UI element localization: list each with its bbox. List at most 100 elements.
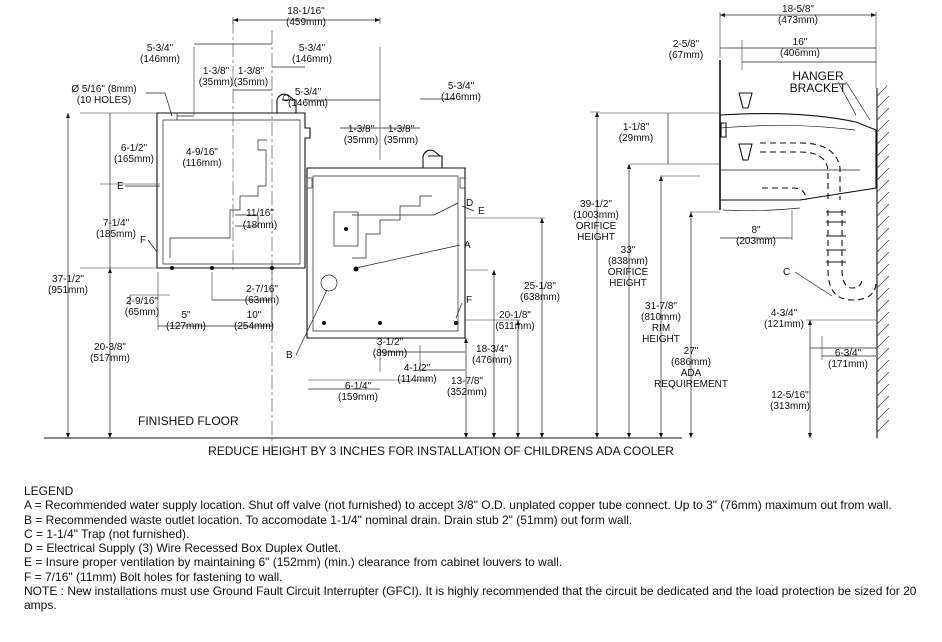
- dim-upper-width: 4-9/16": [186, 147, 218, 158]
- dim-wall-4-mm: (121mm): [764, 319, 804, 330]
- dim-supply-offset: 3-1/2": [377, 337, 404, 348]
- dim-lower-offset-far: 5-3/4": [448, 81, 475, 92]
- dim-holes: Ø 5/16" (8mm): [71, 84, 136, 95]
- dim-lower-orifice-left: 1-3/8": [348, 124, 375, 135]
- dim-rim-drop: 1-1/8": [623, 122, 650, 133]
- dim-side-8-mm: (203mm): [736, 236, 776, 247]
- dim-hole-span: 2-7/16": [246, 284, 278, 295]
- legend-item-e: E = Insure proper ventilation by maintai…: [24, 555, 563, 570]
- dim-span-10: 10": [247, 310, 262, 321]
- dim-lower-orifice-left-mm: (35mm): [344, 135, 378, 146]
- dim-supply-offset-b-mm: (114mm): [397, 374, 436, 385]
- legend-item-f: F = 7/16" (11mm) Bolt holes for fastenin…: [24, 569, 283, 584]
- dim-side-depth-mm: (473mm): [778, 15, 818, 26]
- dim-side-8: 8": [751, 225, 761, 236]
- dim-holes-count: (10 HOLES): [77, 95, 131, 106]
- dim-width-overall-mm: (459mm): [286, 17, 326, 28]
- dim-waste-offset: 6-1/4": [345, 381, 372, 392]
- dim-side-16-mm: (406mm): [780, 48, 820, 59]
- dim-floor-12-mm: (313mm): [770, 401, 810, 412]
- dim-base-height-mm: (517mm): [90, 353, 130, 364]
- dim-rim-drop-mm: (29mm): [619, 133, 653, 144]
- dim-lower-offset-far-mm: (146mm): [441, 92, 481, 103]
- dim-rim-height: 31-7/8": [645, 301, 677, 312]
- callout-c: C: [783, 267, 790, 278]
- dim-supply-height: 25-1/8": [524, 281, 556, 292]
- dim-orifice-gap-left-mm: (35mm): [199, 77, 233, 88]
- dim-side-depth: 18-5/8": [782, 4, 814, 15]
- legend-item-d: D = Electrical Supply (3) Wire Recessed …: [24, 541, 342, 556]
- dim-right-offset-top-mm: (146mm): [292, 54, 332, 65]
- dim-top-drop-mm: (165mm): [114, 154, 154, 165]
- legend-title: LEGEND: [24, 484, 74, 498]
- dim-right-offset-mid: 5-3/4": [295, 87, 322, 98]
- dim-overall-height-mm: (951mm): [48, 285, 88, 296]
- legend-item-b: B = Recommended waste outlet location. T…: [24, 512, 633, 527]
- dim-bolt-height: 20-1/8": [499, 310, 531, 321]
- bracket-label: BRACKET: [790, 81, 847, 95]
- dim-side-16: 16": [793, 37, 808, 48]
- dim-lower-height: 13-7/8": [451, 376, 483, 387]
- callout-a: A: [464, 240, 471, 251]
- dim-supply-offset-b: 4-1/2": [404, 363, 431, 374]
- dim-lower-orifice-right: 1-3/8": [388, 124, 415, 135]
- dim-orifice-33-label: ORIFICE: [608, 267, 649, 278]
- dim-top-drop: 6-1/2": [121, 143, 148, 154]
- legend-item-a: A = Recommended water supply location. S…: [24, 498, 892, 513]
- dim-left-offset: 5-3/4": [147, 43, 174, 54]
- dim-wall-6-mm: (171mm): [828, 359, 868, 370]
- dim-right-offset-top: 5-3/4": [299, 43, 326, 54]
- dim-upper-width-mm: (116mm): [182, 158, 221, 169]
- dim-ada-label: ADA: [681, 368, 702, 379]
- dim-width-overall: 18-1/16": [287, 6, 325, 17]
- dim-waste-height: 18-3/4": [476, 344, 508, 355]
- dim-lower-height-mm: (352mm): [447, 387, 487, 398]
- dim-ada-req: 27": [684, 346, 699, 357]
- dim-span-10-mm: (254mm): [234, 321, 274, 332]
- dim-base-height: 20-3/8": [94, 342, 126, 353]
- dim-orifice-gap-left: 1-3/8": [203, 66, 230, 77]
- reduce-height-note: REDUCE HEIGHT BY 3 INCHES FOR INSTALLATI…: [208, 444, 674, 458]
- dim-lower-orifice-right-mm: (35mm): [384, 135, 418, 146]
- side-view: [590, 12, 890, 438]
- callout-f-right: F: [466, 295, 472, 306]
- dim-floor-12: 12-5/16": [771, 390, 809, 401]
- callout-e-left: E: [117, 181, 124, 192]
- dim-wall-4: 4-3/4": [771, 308, 798, 319]
- dim-right-offset-mid-mm: (146mm): [288, 98, 328, 109]
- dim-orifice-33-label2: HEIGHT: [609, 278, 647, 289]
- dim-side-a: 2-9/16": [126, 296, 158, 307]
- dim-bolt-height-mm: (511mm): [495, 321, 534, 332]
- dim-mid-drop: 7-1/4": [103, 218, 130, 229]
- front-view: [44, 17, 682, 455]
- dim-ada-label2: REQUIREMENT: [654, 379, 728, 390]
- dim-orifice-39: 39-1/2": [580, 199, 612, 210]
- dim-span-5: 5": [181, 310, 191, 321]
- callout-f-left: F: [140, 235, 146, 246]
- dim-hole-span-mm: (63mm): [245, 295, 279, 306]
- dim-rim-label: RIM: [652, 323, 670, 334]
- legend-note: NOTE : New installations must use Ground…: [24, 584, 917, 613]
- callout-e-right: E: [478, 206, 485, 217]
- dim-orifice-33: 33": [621, 245, 636, 256]
- legend-item-c: C = 1-1/4" Trap (not furnished).: [24, 526, 190, 541]
- dim-orifice-33-mm: (838mm): [608, 256, 648, 267]
- dim-rim-height-mm: (810mm): [641, 312, 681, 323]
- legend: LEGEND A = Recommended water supply loca…: [24, 484, 924, 613]
- installation-drawing: 18-1/16" (459mm) 5-3/4" (146mm) 5-3/4" (…: [44, 4, 890, 458]
- dim-mid-drop-mm: (185mm): [96, 229, 136, 240]
- dim-side-front-mm: (67mm): [669, 50, 703, 61]
- dim-ada-req-mm: (686mm): [671, 357, 711, 368]
- dim-waste-offset-mm: (159mm): [338, 392, 378, 403]
- dim-step-mm: (18mm): [243, 220, 277, 231]
- dim-left-offset-mm: (146mm): [140, 54, 180, 65]
- dim-span-5-mm: (127mm): [166, 321, 206, 332]
- dim-supply-offset-mm: (89mm): [373, 348, 407, 359]
- dim-waste-height-mm: (476mm): [472, 355, 512, 366]
- dim-orifice-gap-right: 1-3/8": [238, 66, 265, 77]
- hanger-label: HANGER: [792, 69, 844, 83]
- dim-orifice-39-label2: HEIGHT: [577, 232, 615, 243]
- dim-wall-6: 6-3/4": [835, 348, 862, 359]
- dim-orifice-39-mm: (1003mm): [573, 210, 619, 221]
- dimension-labels: 18-1/16" (459mm) 5-3/4" (146mm) 5-3/4" (…: [48, 4, 868, 458]
